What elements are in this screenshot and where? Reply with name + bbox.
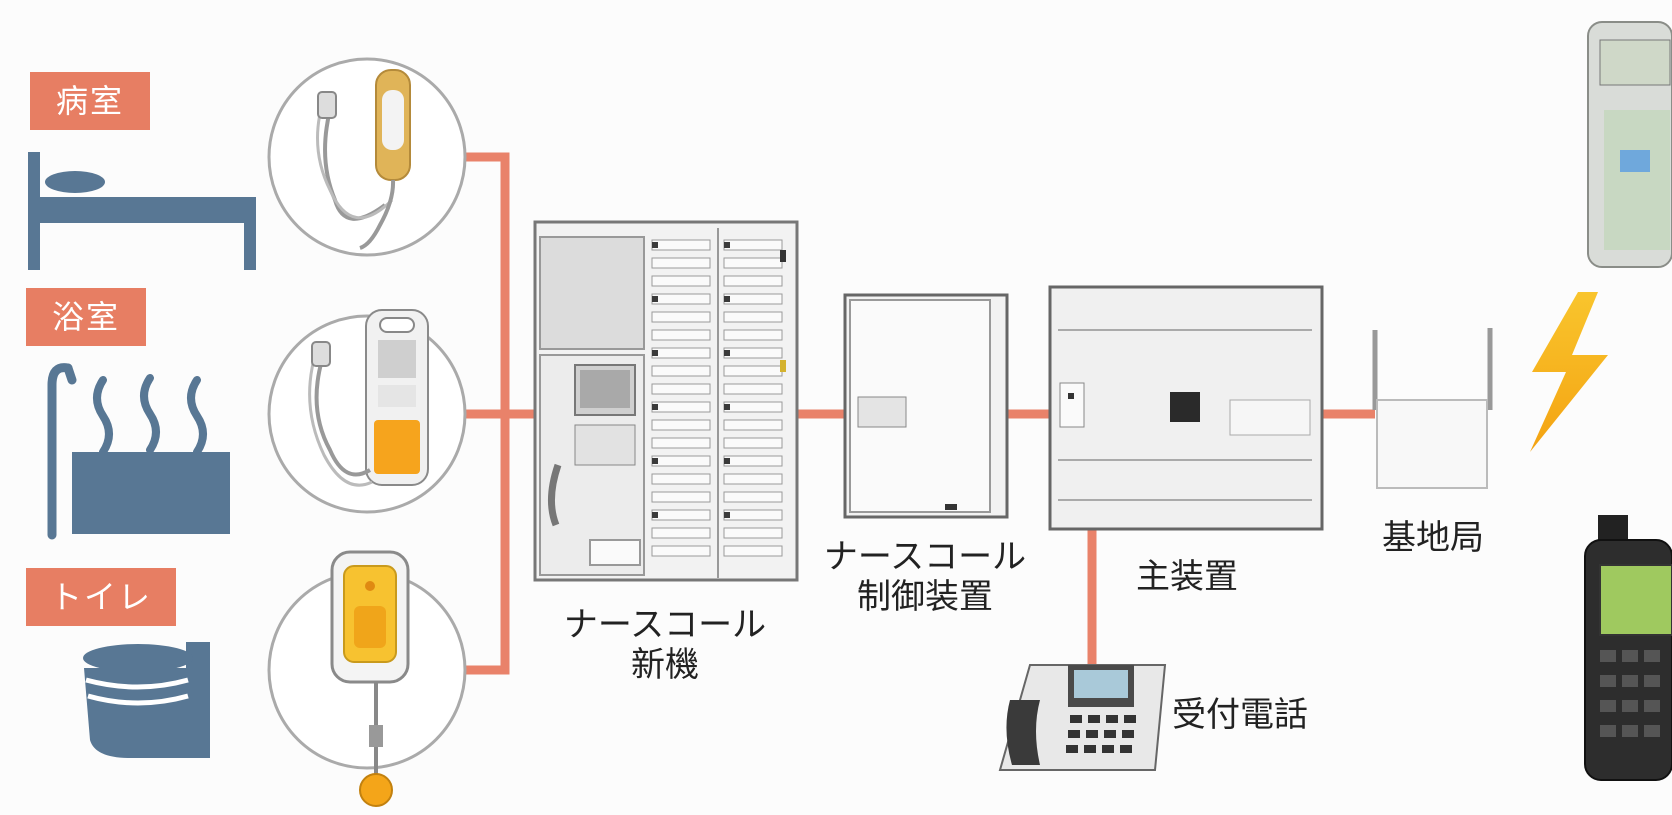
wireless-signal-icon	[1530, 292, 1608, 452]
label-nurse-call-controller-line1: ナースコール	[823, 537, 1027, 577]
label-nurse-call-controller-line2: 制御装置	[857, 577, 993, 617]
tag-toilet: トイレ	[26, 568, 176, 626]
bath-icon	[47, 363, 230, 540]
label-nurse-call-controller: ナースコール 制御装置	[810, 537, 1040, 617]
connector-lines	[465, 152, 1375, 685]
reception-phone-icon	[998, 664, 1167, 771]
label-reception-phone: 受付電話	[1172, 695, 1308, 735]
bed-icon	[28, 152, 256, 270]
label-main-unit: 主装置	[1136, 557, 1238, 597]
label-nurse-call-main: ナースコール 新機	[540, 605, 790, 685]
call-switch-1-icon	[267, 57, 467, 257]
label-base-station: 基地局	[1382, 518, 1484, 558]
toilet-icon	[83, 642, 210, 758]
phs-handset-icon	[1587, 21, 1672, 268]
tag-bathroom: 浴室	[26, 288, 146, 346]
base-station-icon	[1372, 328, 1493, 489]
main-unit-icon	[1048, 285, 1324, 531]
nurse-call-controller-icon	[843, 293, 1009, 519]
mobile-phone-icon	[1584, 515, 1672, 781]
call-switch-2-icon	[267, 309, 467, 514]
tag-patient-room: 病室	[30, 72, 150, 130]
nurse-call-master-panel-icon	[533, 220, 799, 582]
call-switch-3-icon	[267, 550, 467, 807]
label-nurse-call-main-line2: 新機	[631, 645, 699, 685]
label-nurse-call-main-line1: ナースコール	[563, 605, 767, 645]
